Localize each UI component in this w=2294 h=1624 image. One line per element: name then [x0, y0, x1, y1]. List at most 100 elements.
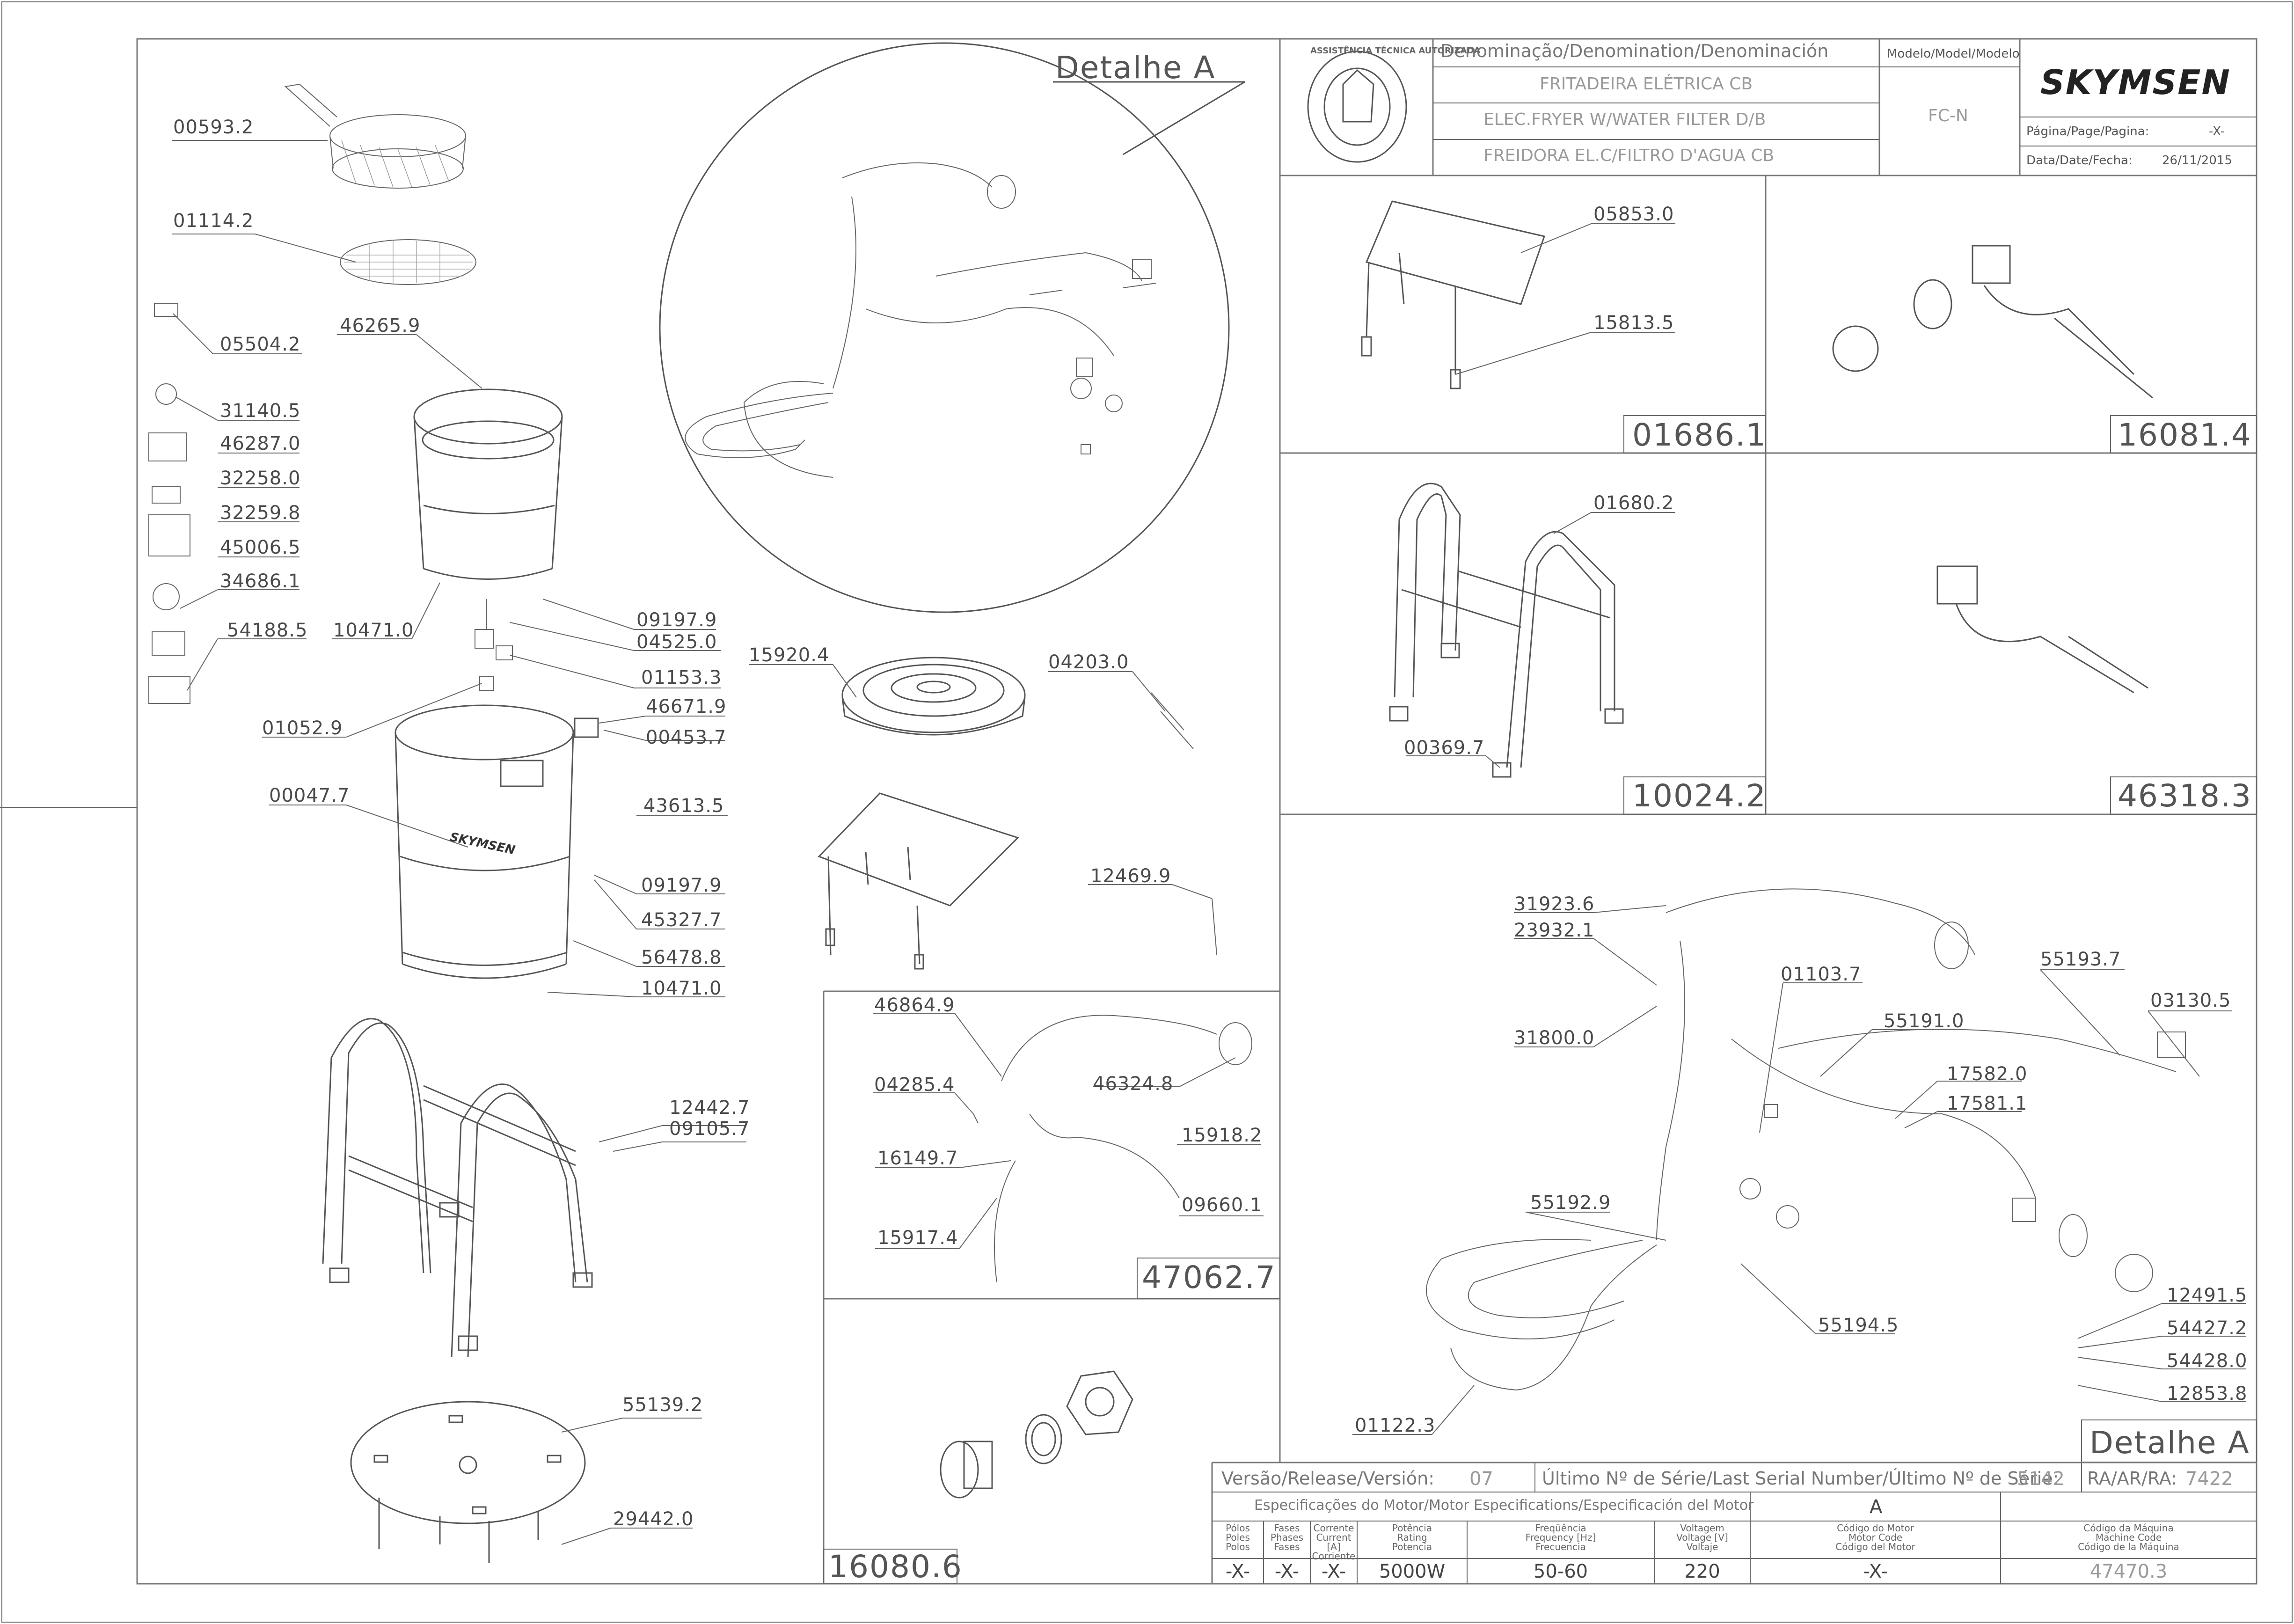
ra-label: RA/AR/RA: [2087, 1468, 2177, 1489]
part-label: 00047.7 [269, 785, 350, 806]
part-label: 12491.5 [2167, 1285, 2248, 1306]
misc-small-parts [1029, 283, 1217, 955]
col-rating-value: 5000W [1379, 1561, 1446, 1582]
detail-a-title-top: Detalhe A [1055, 50, 1216, 86]
part-label: 54188.5 [227, 620, 308, 641]
col-motor-code-value: -X- [1863, 1561, 1888, 1582]
version-value: 07 [1469, 1468, 1493, 1490]
part-label: 55192.9 [1530, 1192, 1611, 1214]
fryer-basket [284, 83, 466, 189]
part-label: 17581.1 [1947, 1093, 2028, 1114]
part-label: 15918.2 [1182, 1125, 1263, 1146]
panel-grid [823, 176, 2257, 1584]
basket-mesh [341, 140, 450, 188]
product-name-es: FREIDORA EL.C/FILTRO D'AGUA CB [1483, 146, 1775, 165]
date-label: Data/Date/Fecha: [2026, 154, 2133, 168]
part-label: 01103.7 [1781, 964, 1862, 985]
part-label: 01122.3 [1355, 1415, 1436, 1436]
col-current-value: -X- [1321, 1561, 1346, 1582]
part-label: 00593.2 [173, 117, 254, 138]
part-label: 31800.0 [1514, 1027, 1595, 1049]
part-label: 46265.9 [340, 315, 421, 337]
part-label: 55194.5 [1818, 1315, 1899, 1336]
part-label: 15917.4 [877, 1227, 958, 1249]
part-label: 56478.8 [641, 947, 722, 968]
part-label: 12469.9 [1090, 865, 1171, 887]
filter-screen-mesh [344, 241, 473, 283]
col-poles-value: -X- [1225, 1561, 1250, 1582]
part-label: 09105.7 [669, 1118, 750, 1140]
part-label: 03130.5 [2150, 990, 2231, 1011]
part-label: 16149.7 [877, 1148, 958, 1169]
product-name-pt: FRITADEIRA ELÉTRICA CB [1540, 74, 1753, 94]
basket-hanger-rack [818, 792, 1019, 970]
serial-label: Último Nº de Série/Last Serial Number/Úl… [1542, 1468, 2059, 1489]
title-block [1279, 39, 2257, 176]
label-decals [148, 303, 190, 704]
part-label: 05853.0 [1593, 204, 1674, 225]
leader-lines [172, 140, 2246, 1545]
base-plate [350, 1401, 586, 1563]
outer-body [395, 704, 599, 979]
drawing-frame [136, 38, 2257, 1585]
part-label: 09197.9 [636, 609, 717, 631]
inner-tank [413, 388, 563, 580]
stand-panel-3 [1389, 483, 1624, 778]
page-label: Página/Page/Pagina: [2026, 124, 2149, 139]
footer-table [1211, 1462, 2257, 1584]
part-label: 09197.9 [641, 875, 722, 896]
part-label: 46671.9 [646, 696, 727, 717]
panel-id-16081: 16081.4 [2118, 417, 2252, 453]
rack-panel-1 [1361, 200, 1545, 389]
part-label: 55191.0 [1884, 1010, 1965, 1032]
panel-id-47062: 47062.7 [1142, 1259, 1276, 1295]
serial-value: 5142 [2017, 1468, 2065, 1490]
part-label: 15920.4 [749, 644, 830, 666]
motor-spec-value: A [1870, 1496, 1883, 1518]
col-machine-code-value: 47470.3 [2089, 1561, 2168, 1582]
part-label: 01680.2 [1593, 492, 1674, 514]
part-label: 10471.0 [333, 620, 414, 641]
model-label: Modelo/Model/Modelo [1887, 47, 2020, 61]
part-label: 23932.1 [1514, 920, 1595, 941]
part-label: 04525.0 [636, 631, 717, 653]
part-label: 00453.7 [646, 727, 727, 748]
part-label: 45006.5 [220, 537, 301, 558]
part-label: 01153.3 [641, 667, 722, 688]
part-label: 17582.0 [1947, 1063, 2028, 1085]
part-label: 55139.2 [622, 1394, 703, 1416]
drain-fittings [475, 599, 513, 691]
part-label: 29442.0 [613, 1508, 694, 1530]
ra-value: 7422 [2185, 1468, 2233, 1490]
brand-logo: SKYMSEN [2040, 63, 2231, 102]
part-label: 31923.6 [1514, 893, 1595, 915]
part-label: 01114.2 [173, 210, 254, 232]
part-label: 45327.7 [641, 909, 722, 931]
thermostat-16081 [1832, 245, 2153, 399]
col-frequency-value: 50-60 [1533, 1561, 1588, 1582]
part-label: 00369.7 [1404, 737, 1485, 759]
denomination-label: Denominação/Denomination/Denominación [1440, 41, 1829, 61]
date-value: 26/11/2015 [2162, 154, 2232, 168]
part-label: 09660.1 [1182, 1194, 1263, 1216]
part-label: 31140.5 [220, 400, 301, 422]
stamp-text: ASSISTÊNCIA TÉCNICA AUTORIZADA [1310, 46, 1481, 56]
part-label: 55193.7 [2040, 949, 2121, 970]
part-label: 46287.0 [220, 433, 301, 454]
assistencia-stamp [1307, 51, 1407, 163]
panel-id-46318: 46318.3 [2118, 778, 2252, 814]
detail-a-circle [659, 42, 1230, 613]
product-name-en: ELEC.FRYER W/WATER FILTER D/B [1483, 110, 1766, 129]
page-value: -X- [2209, 124, 2225, 139]
part-label: 10471.0 [641, 978, 722, 999]
part-label: 32258.0 [220, 468, 301, 489]
